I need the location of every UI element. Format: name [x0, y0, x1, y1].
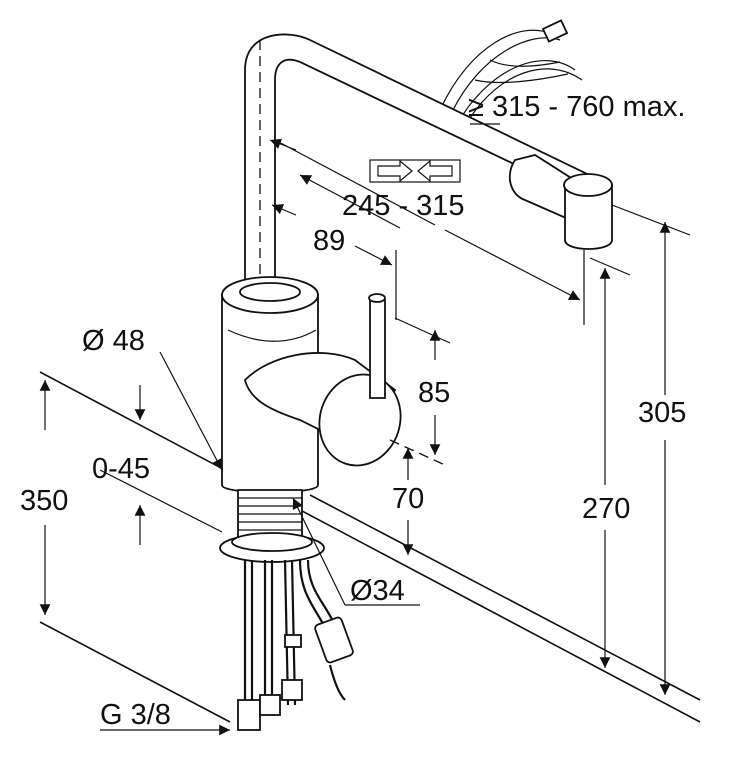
hole-diameter-label: Ø 48	[82, 325, 145, 357]
spout-reach-label: 245 - 315	[342, 190, 465, 222]
lever-handle	[244, 293, 402, 467]
pullout-hose	[439, 19, 583, 119]
counter-thickness-label: 0-45	[92, 453, 150, 485]
spout	[244, 33, 612, 291]
outlet-height-label: 270	[582, 493, 630, 525]
lever-base-label: 70	[392, 483, 424, 515]
connection-thread-label: G 3/8	[100, 699, 171, 731]
pullout-length-label: ≥ 315 - 760 max.	[468, 91, 685, 123]
handle-height-label: 85	[418, 377, 450, 409]
supply-hoses	[237, 559, 354, 731]
extend-arrows-icon	[369, 159, 461, 183]
spout-offset-label: 89	[313, 225, 345, 257]
dimension-lines	[39, 123, 691, 736]
hose-length-label: 350	[20, 485, 68, 517]
total-height-label: 305	[638, 397, 686, 429]
thread-diameter-label: Ø34	[350, 575, 405, 607]
threaded-shank	[219, 489, 325, 563]
spray-head	[508, 154, 613, 250]
countertop-outline	[39, 371, 701, 723]
